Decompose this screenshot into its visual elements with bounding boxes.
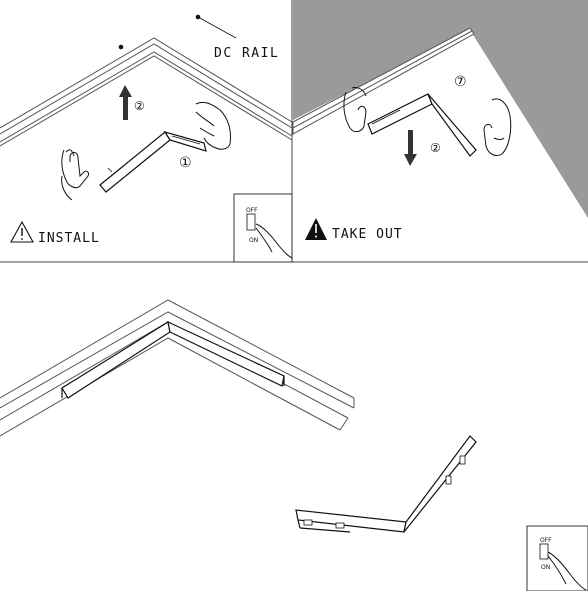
- step-lift-marker: ②: [134, 99, 145, 113]
- rail-leader-line: [197, 16, 237, 39]
- rail-molding: [0, 299, 355, 437]
- installed-fixture: [61, 320, 285, 399]
- dc-rail-label: DC RAIL: [214, 46, 279, 61]
- assembled-view: OFF ON: [0, 299, 588, 591]
- install-label: INSTALL: [38, 231, 100, 246]
- switch-off-label: OFF: [246, 207, 258, 214]
- step-pull-marker: ②: [430, 141, 441, 155]
- switch-toggle-icon: [246, 213, 256, 231]
- pointer-dot: [118, 44, 124, 50]
- shaded-ceiling: [293, 0, 588, 218]
- right-hand-icon: [195, 101, 231, 150]
- removed-fixture: [295, 435, 477, 533]
- power-switch-inset: OFF ON: [233, 193, 293, 263]
- corner-light-fixture: [99, 131, 207, 193]
- warning-icon: [305, 218, 327, 240]
- switch-toggle-bottom-icon: [539, 543, 549, 560]
- take-out-panel: ⑦ ② TAKE OUT: [292, 0, 588, 242]
- switch-bottom-off-label: OFF: [540, 537, 552, 544]
- power-switch-inset-bottom: OFF ON: [526, 525, 588, 591]
- caution-icon: [10, 220, 34, 243]
- install-panel: DC RAIL ② ① INSTALL: [0, 14, 293, 263]
- lift-arrow-icon: [119, 85, 132, 120]
- switch-bottom-on-label: ON: [541, 564, 550, 571]
- dc-rail-right: [292, 27, 475, 135]
- step-rotate-marker: ①: [179, 155, 192, 171]
- switch-on-label: ON: [249, 237, 258, 244]
- pull-arrow-icon: [404, 130, 417, 166]
- corner-light-fixture-out: [367, 93, 477, 157]
- left-hand-out-icon: [343, 87, 367, 133]
- dc-rail: [0, 37, 293, 147]
- left-hand-icon: [61, 149, 89, 201]
- take-out-label: TAKE OUT: [332, 227, 403, 242]
- right-hand-out-icon: [483, 98, 512, 157]
- step-rotate-marker-out: ⑦: [454, 74, 467, 90]
